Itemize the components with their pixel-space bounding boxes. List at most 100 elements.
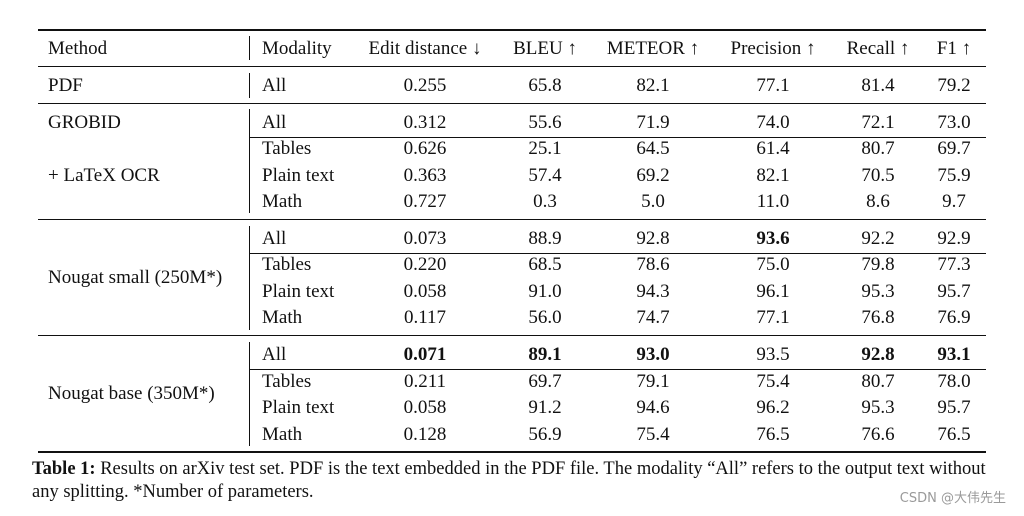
table-cell: 77.1 xyxy=(756,307,790,328)
table-cell: 0.3 xyxy=(533,191,557,212)
table-cell: 0.071 xyxy=(403,344,447,365)
table-cell: 0.128 xyxy=(403,424,447,445)
method-grobid-latex-ocr: + LaTeX OCR xyxy=(48,165,160,186)
small-vsep xyxy=(249,226,250,330)
table-cell: 64.5 xyxy=(636,138,670,159)
table-cell: 75.9 xyxy=(937,165,971,186)
table-cell: Math xyxy=(262,424,303,445)
caption-label: Table 1: xyxy=(32,459,96,479)
table-cell: 73.0 xyxy=(937,112,971,133)
table-cell: 92.9 xyxy=(937,228,971,249)
table-cell: 80.7 xyxy=(861,138,895,159)
watermark: CSDN @大伟先生 xyxy=(899,491,1006,506)
table-cell: 78.6 xyxy=(636,254,670,275)
table-cell: 76.9 xyxy=(937,307,971,328)
grobid-all-divider xyxy=(249,137,986,138)
table-cell: 75.0 xyxy=(756,254,790,275)
table-cell: 0.626 xyxy=(403,138,447,159)
table-cell: 69.7 xyxy=(528,371,562,392)
table-cell: 0.220 xyxy=(403,254,447,275)
table-cell: 78.0 xyxy=(937,371,971,392)
table-cell: Math xyxy=(262,307,303,328)
table-cell: 93.5 xyxy=(756,344,790,365)
table-cell: 93.6 xyxy=(756,228,790,249)
table-cell: 89.1 xyxy=(528,344,562,365)
table-cell: 57.4 xyxy=(528,165,562,186)
table-cell: 0.058 xyxy=(403,397,447,418)
table-cell: 75.4 xyxy=(636,424,670,445)
table-cell: 94.3 xyxy=(636,281,670,302)
table-cell: 8.6 xyxy=(866,191,890,212)
table-cell: 80.7 xyxy=(861,371,895,392)
method-pdf: PDF xyxy=(48,75,83,96)
pdf-group-bottom-rule xyxy=(38,103,986,104)
table-cell: 95.7 xyxy=(937,281,971,302)
table-cell: All xyxy=(262,228,287,249)
table-cell: 95.3 xyxy=(861,397,895,418)
table-cell: Plain text xyxy=(262,165,335,186)
base-all-divider xyxy=(249,369,986,370)
header-bottom-rule xyxy=(38,66,986,67)
table-cell: 92.2 xyxy=(861,228,895,249)
table-cell: 77.3 xyxy=(937,254,971,275)
table-cell: 0.312 xyxy=(403,112,447,133)
table-cell: 55.6 xyxy=(528,112,562,133)
table-cell: All xyxy=(262,344,287,365)
grobid-vsep xyxy=(249,109,250,213)
table-cell: 93.0 xyxy=(636,344,670,365)
table-cell: 61.4 xyxy=(756,138,790,159)
table-cell: 0.117 xyxy=(403,307,447,328)
table-cell: 79.1 xyxy=(636,371,670,392)
table-cell: 25.1 xyxy=(528,138,562,159)
table-cell: 81.4 xyxy=(861,75,895,96)
table-cell: 0.073 xyxy=(403,228,447,249)
header-f1: F1 ↑ xyxy=(936,38,972,59)
header-method: Method xyxy=(48,38,108,59)
method-nougat-base: Nougat base (350M*) xyxy=(48,383,215,404)
small-group-bottom-rule xyxy=(38,335,986,336)
table-cell: 76.5 xyxy=(937,424,971,445)
table-cell: 9.7 xyxy=(942,191,966,212)
table-cell: 65.8 xyxy=(528,75,562,96)
table-caption: Table 1: Results on arXiv test set. PDF … xyxy=(32,458,1002,504)
header-modality: Modality xyxy=(262,38,332,59)
table-cell: 95.7 xyxy=(937,397,971,418)
table-cell: 92.8 xyxy=(861,344,895,365)
table-cell: 11.0 xyxy=(756,191,790,212)
table-cell: 76.5 xyxy=(756,424,790,445)
header-recall: Recall ↑ xyxy=(846,38,910,59)
table-cell: 76.8 xyxy=(861,307,895,328)
table-cell: 82.1 xyxy=(636,75,670,96)
table-cell: 68.5 xyxy=(528,254,562,275)
table-cell: 56.0 xyxy=(528,307,562,328)
table-cell: 79.8 xyxy=(861,254,895,275)
table-cell: 71.9 xyxy=(636,112,670,133)
table-cell: 95.3 xyxy=(861,281,895,302)
table-cell: Plain text xyxy=(262,281,335,302)
table-cell: 77.1 xyxy=(756,75,790,96)
table-cell: 0.255 xyxy=(403,75,447,96)
method-nougat-small: Nougat small (250M*) xyxy=(48,267,223,288)
table-cell: 76.6 xyxy=(861,424,895,445)
pdf-vsep xyxy=(249,73,250,98)
table-cell: Tables xyxy=(262,254,312,275)
table-cell: Tables xyxy=(262,371,312,392)
table-cell: All xyxy=(262,75,287,96)
table-cell: 0.727 xyxy=(403,191,447,212)
method-grobid: GROBID xyxy=(48,112,121,133)
table-cell: 92.8 xyxy=(636,228,670,249)
table-cell: 75.4 xyxy=(756,371,790,392)
table-cell: 69.7 xyxy=(937,138,971,159)
table-cell: 0.058 xyxy=(403,281,447,302)
base-vsep xyxy=(249,342,250,446)
table-cell: 74.7 xyxy=(636,307,670,328)
table-cell: 69.2 xyxy=(636,165,670,186)
table-cell: 96.2 xyxy=(756,397,790,418)
table-cell: 91.2 xyxy=(528,397,562,418)
table-cell: Plain text xyxy=(262,397,335,418)
table-cell: Tables xyxy=(262,138,312,159)
header-bleu: BLEU ↑ xyxy=(513,38,577,59)
header-vsep xyxy=(249,36,250,60)
table-bottom-rule xyxy=(38,451,986,453)
